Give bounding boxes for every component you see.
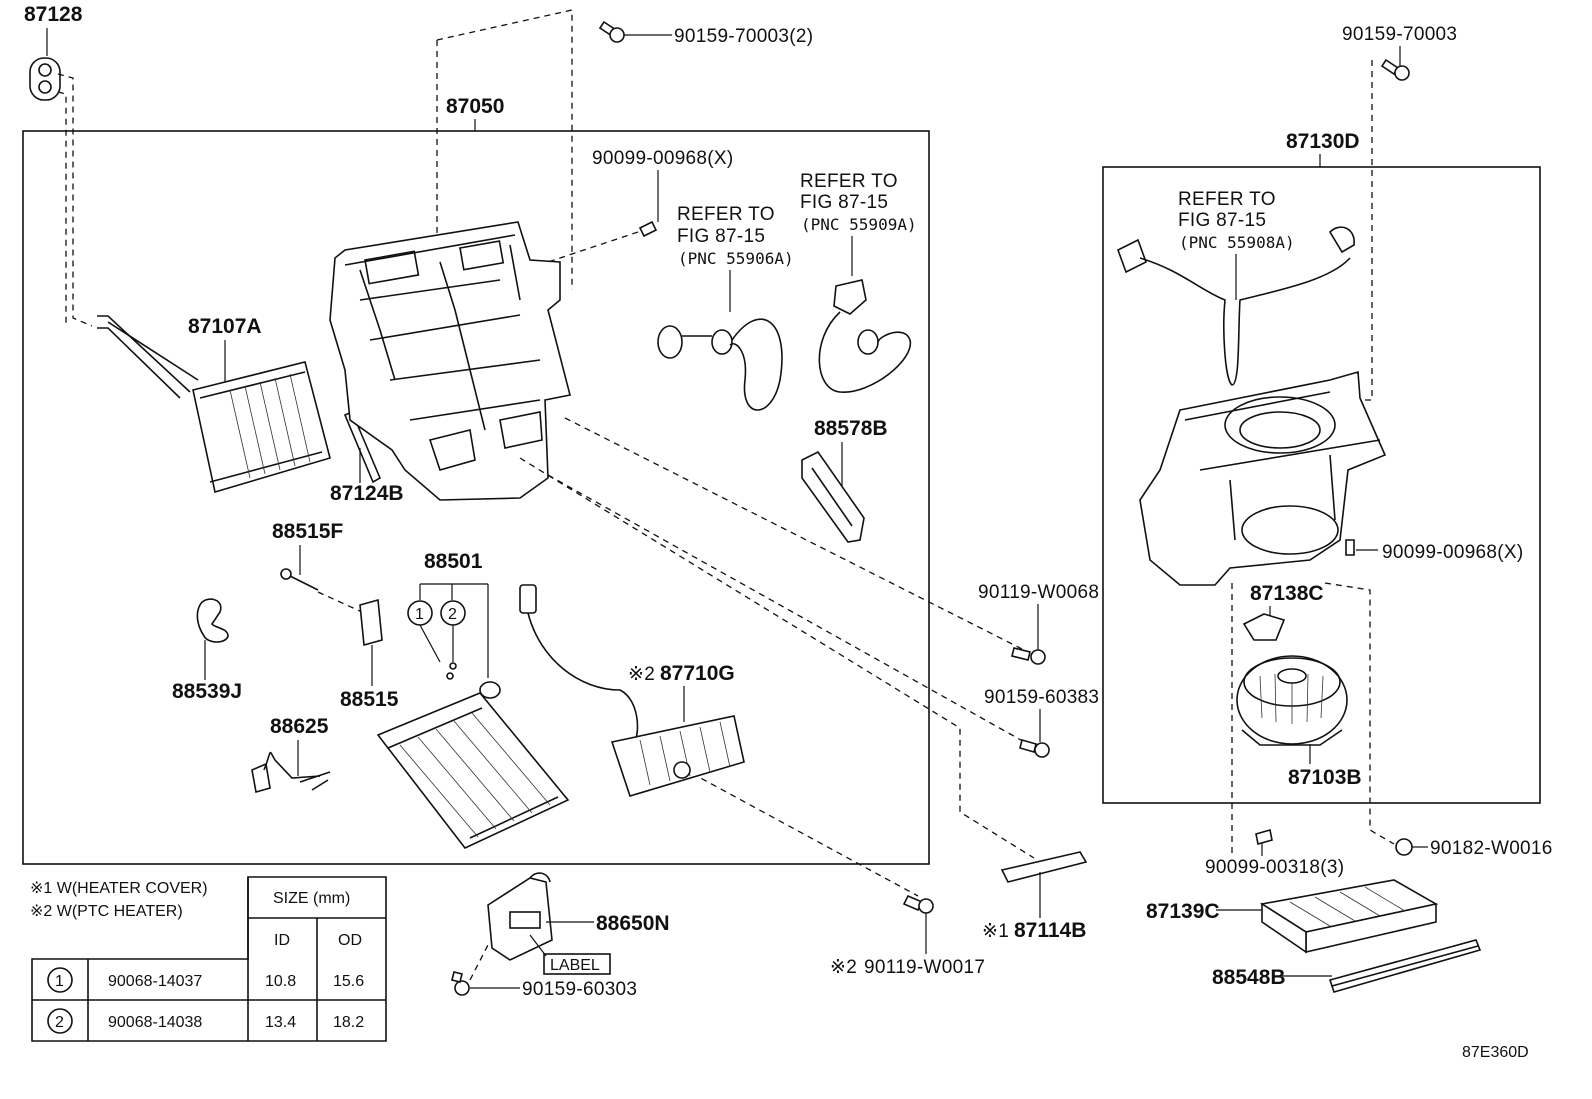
row1-part: 90068-14037 xyxy=(108,973,202,990)
part-88515: 88515 xyxy=(340,688,399,711)
bolt-icon xyxy=(451,971,470,996)
screw-icon xyxy=(1255,828,1273,846)
blower-housing-87130D xyxy=(1139,370,1387,586)
ac-amplifier-88650N xyxy=(487,872,553,961)
blower-unit-frame xyxy=(1102,166,1541,804)
size-table: SIZE (mm) ID OD 1 90068-14037 10.8 15.6 … xyxy=(31,876,387,1042)
valve-88515 xyxy=(359,598,383,647)
col-od: OD xyxy=(338,932,362,949)
row1-od: 15.6 xyxy=(333,973,364,990)
bolt-icon xyxy=(1011,647,1046,665)
part-87107A: 87107A xyxy=(188,315,262,338)
bolt-icon xyxy=(1019,739,1050,758)
part-87128: 87128 xyxy=(24,3,83,26)
part-90099-00968X-top: 90099-00968(X) xyxy=(592,148,734,169)
part-90099-00318-3: 90099-00318(3) xyxy=(1205,857,1344,878)
row2-od: 18.2 xyxy=(333,1014,364,1031)
part-88515F: 88515F xyxy=(272,520,343,543)
part-88650N: 88650N xyxy=(596,912,670,935)
oring-marker-1: 1 xyxy=(407,600,433,626)
diagram-code: 87E360D xyxy=(1462,1044,1529,1061)
part-90119-W0017: 90119-W0017 xyxy=(864,957,985,978)
thermistor-88625-icon xyxy=(251,751,331,794)
part-88501: 88501 xyxy=(424,550,483,573)
row2-mark: 2 xyxy=(55,1014,64,1031)
part-90159-60303: 90159-60303 xyxy=(522,979,637,1000)
ref-55909A-line1: REFER TO xyxy=(800,171,898,192)
part-87124B: 87124B xyxy=(330,482,404,505)
row1-id: 10.8 xyxy=(265,973,296,990)
note-ptc-heater: ※2 W(PTC HEATER) xyxy=(30,903,183,920)
row2-part: 90068-14038 xyxy=(108,1014,202,1031)
bolt-icon xyxy=(1380,58,1410,81)
label-tag-text: LABEL xyxy=(550,957,600,974)
part-87710G: 87710G xyxy=(660,662,735,685)
part-87103B: 87103B xyxy=(1288,766,1362,789)
ref-55906A-line2: FIG 87-15 xyxy=(677,226,765,247)
size-header: SIZE (mm) xyxy=(273,890,350,907)
servo-motor-55906A-icon xyxy=(657,318,783,411)
svg-text:2: 2 xyxy=(448,606,457,623)
grommet-87128-icon xyxy=(29,57,61,101)
part-87138C: 87138C xyxy=(1250,582,1324,605)
note-heater-cover: ※1 W(HEATER COVER) xyxy=(30,880,208,897)
clamp-88539J xyxy=(196,598,229,643)
link-88578B xyxy=(801,450,865,543)
screw-icon xyxy=(638,220,658,238)
part-87050: 87050 xyxy=(446,95,504,118)
part-87114B: 87114B xyxy=(1014,919,1086,942)
part-90159-70003: 90159-70003 xyxy=(1342,24,1457,45)
mark2-87710G: ※2 xyxy=(628,664,655,685)
bolt-icon xyxy=(598,20,625,43)
col-id: ID xyxy=(274,932,290,949)
part-90099-00968X-right: 90099-00968(X) xyxy=(1382,542,1524,563)
servo-motor-55909A-icon xyxy=(818,279,911,393)
part-90159-70003-2: 90159-70003(2) xyxy=(674,26,813,47)
ptc-heater-87710G xyxy=(519,584,745,797)
mark2-90119-W0017: ※2 xyxy=(830,957,857,978)
part-88578B: 88578B xyxy=(814,417,888,440)
screw-icon xyxy=(1345,539,1355,556)
resistor-87138C xyxy=(1242,613,1286,641)
part-88539J: 88539J xyxy=(172,680,242,703)
part-87139C: 87139C xyxy=(1146,900,1220,923)
ref-55908A-line3: (PNC 55908A) xyxy=(1179,233,1295,252)
row1-mark: 1 xyxy=(55,973,64,990)
part-88625: 88625 xyxy=(270,715,329,738)
cover-87114B xyxy=(1000,851,1088,883)
mark1-87114B: ※1 xyxy=(982,921,1009,942)
cabin-filter-87139C xyxy=(1259,879,1439,954)
clip-icon xyxy=(1395,838,1413,856)
heater-core-87107A xyxy=(97,315,331,494)
ref-55906A-line3: (PNC 55906A) xyxy=(678,249,794,268)
blower-motor-87103B xyxy=(1236,655,1348,746)
ref-55909A-line3: (PNC 55909A) xyxy=(801,215,917,234)
label-tag xyxy=(543,953,611,975)
part-87130D: 87130D xyxy=(1286,130,1360,153)
part-90119-W0068: 90119-W0068 xyxy=(978,582,1099,603)
ref-55908A-line1: REFER TO xyxy=(1178,189,1276,210)
part-90182-W0016: 90182-W0016 xyxy=(1430,838,1553,859)
row2-id: 13.4 xyxy=(265,1014,296,1031)
evaporator-88501 xyxy=(376,681,570,849)
oring-marker-2: 2 xyxy=(440,600,466,626)
servo-motor-55908A-icon xyxy=(1117,226,1355,386)
heater-unit-frame xyxy=(22,130,930,865)
part-88548B: 88548B xyxy=(1212,966,1286,989)
heater-housing-87050 xyxy=(329,221,571,501)
bolt-icon xyxy=(902,894,934,914)
ref-55908A-line2: FIG 87-15 xyxy=(1178,210,1266,231)
ref-55909A-line2: FIG 87-15 xyxy=(800,192,888,213)
part-90159-60383: 90159-60383 xyxy=(984,687,1099,708)
ref-55906A-line1: REFER TO xyxy=(677,204,775,225)
svg-text:1: 1 xyxy=(415,606,424,623)
